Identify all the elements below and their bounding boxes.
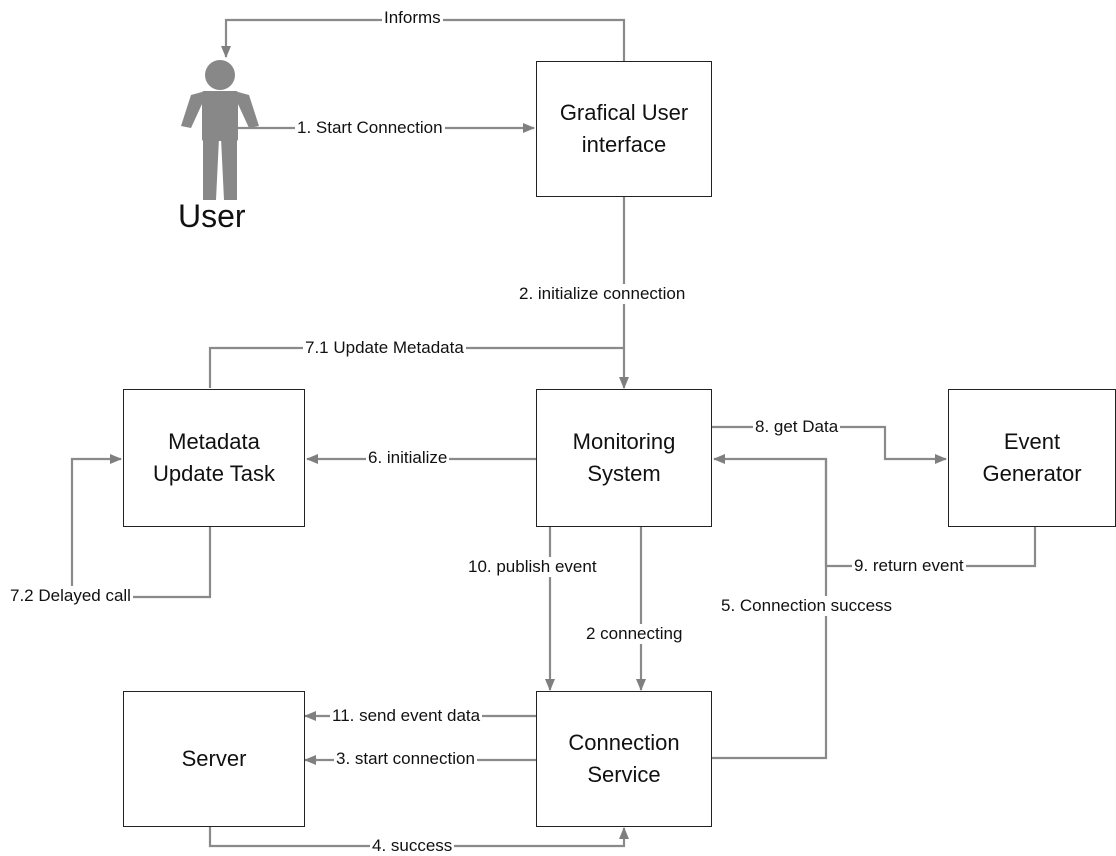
gui-box: Grafical User interface	[536, 61, 712, 197]
initialize-label: 6. initialize	[366, 448, 450, 468]
update-metadata-line	[208, 346, 624, 388]
return-event-label: 9. return event	[852, 556, 966, 576]
metadata-update-task-label: Metadata Update Task	[153, 429, 275, 486]
initialize-connection-label: 2. initialize connection	[517, 284, 688, 304]
user-figure-icon	[181, 60, 259, 200]
monitoring-system-label: Monitoring System	[572, 429, 676, 486]
connecting-label: 2 connecting	[584, 624, 685, 644]
gui-label: Grafical User interface	[559, 100, 689, 157]
get-data-label: 8. get Data	[753, 417, 841, 437]
event-generator-label: Event Generator	[982, 429, 1082, 486]
start-connection-server-label: 3. start connection	[334, 749, 477, 769]
connection-service-box: Connection Service	[536, 691, 712, 827]
monitoring-system-box: Monitoring System	[536, 389, 712, 527]
user-label: User	[178, 198, 246, 234]
event-generator-box: Event Generator	[948, 389, 1116, 527]
send-event-data-label: 11. send event data	[330, 706, 483, 726]
delayed-call-label: 7.2 Delayed call	[8, 586, 133, 606]
connection-success-line	[712, 459, 828, 760]
connection-service-label: Connection Service	[568, 730, 680, 787]
informs-label: Informs	[382, 8, 443, 28]
metadata-update-task-box: Metadata Update Task	[123, 389, 305, 527]
update-metadata-label: 7.1 Update Metadata	[303, 338, 466, 358]
server-box: Server	[123, 691, 305, 827]
success-label: 4. success	[370, 836, 455, 856]
start-connection-label: 1. Start Connection	[295, 118, 445, 138]
publish-event-label: 10. publish event	[466, 557, 599, 577]
server-label: Server	[181, 746, 247, 771]
connection-success-label: 5. Connection success	[719, 596, 895, 616]
